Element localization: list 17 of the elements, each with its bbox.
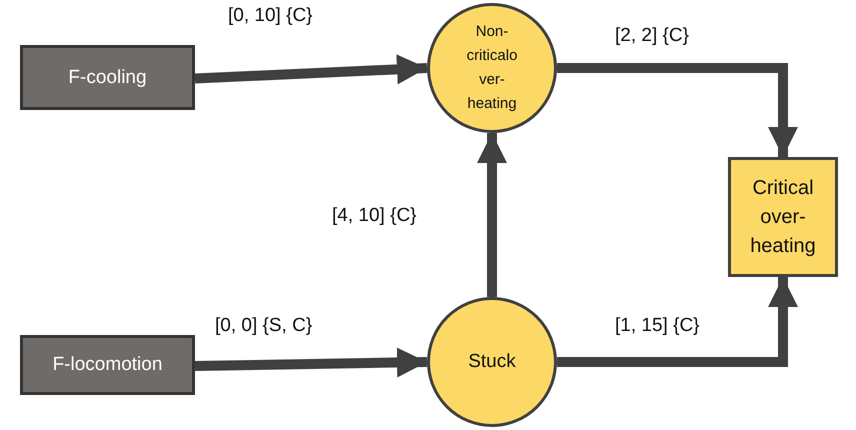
arrow (477, 133, 507, 297)
source-box (20, 335, 195, 395)
node-text: Non- criticalo ver- heating (466, 22, 518, 114)
arrow (557, 63, 798, 157)
state-box (728, 157, 838, 277)
node-text: F-locomotion (52, 353, 162, 378)
edge-label: [0, 0] {S, C} (215, 315, 312, 337)
edge-label: [2, 2] {C} (615, 25, 689, 47)
edge-label: [0, 10] {C} (228, 5, 313, 27)
node-text: F-cooling (68, 66, 147, 90)
edge-label: [1, 15] {C} (615, 315, 700, 337)
source-box (20, 45, 195, 110)
arrow (194, 348, 428, 378)
node-text: Critical over- heating (749, 176, 817, 258)
edge-label: [4, 10] {C} (332, 205, 417, 227)
node-text: Stuck (468, 350, 516, 374)
arrow (194, 54, 428, 84)
